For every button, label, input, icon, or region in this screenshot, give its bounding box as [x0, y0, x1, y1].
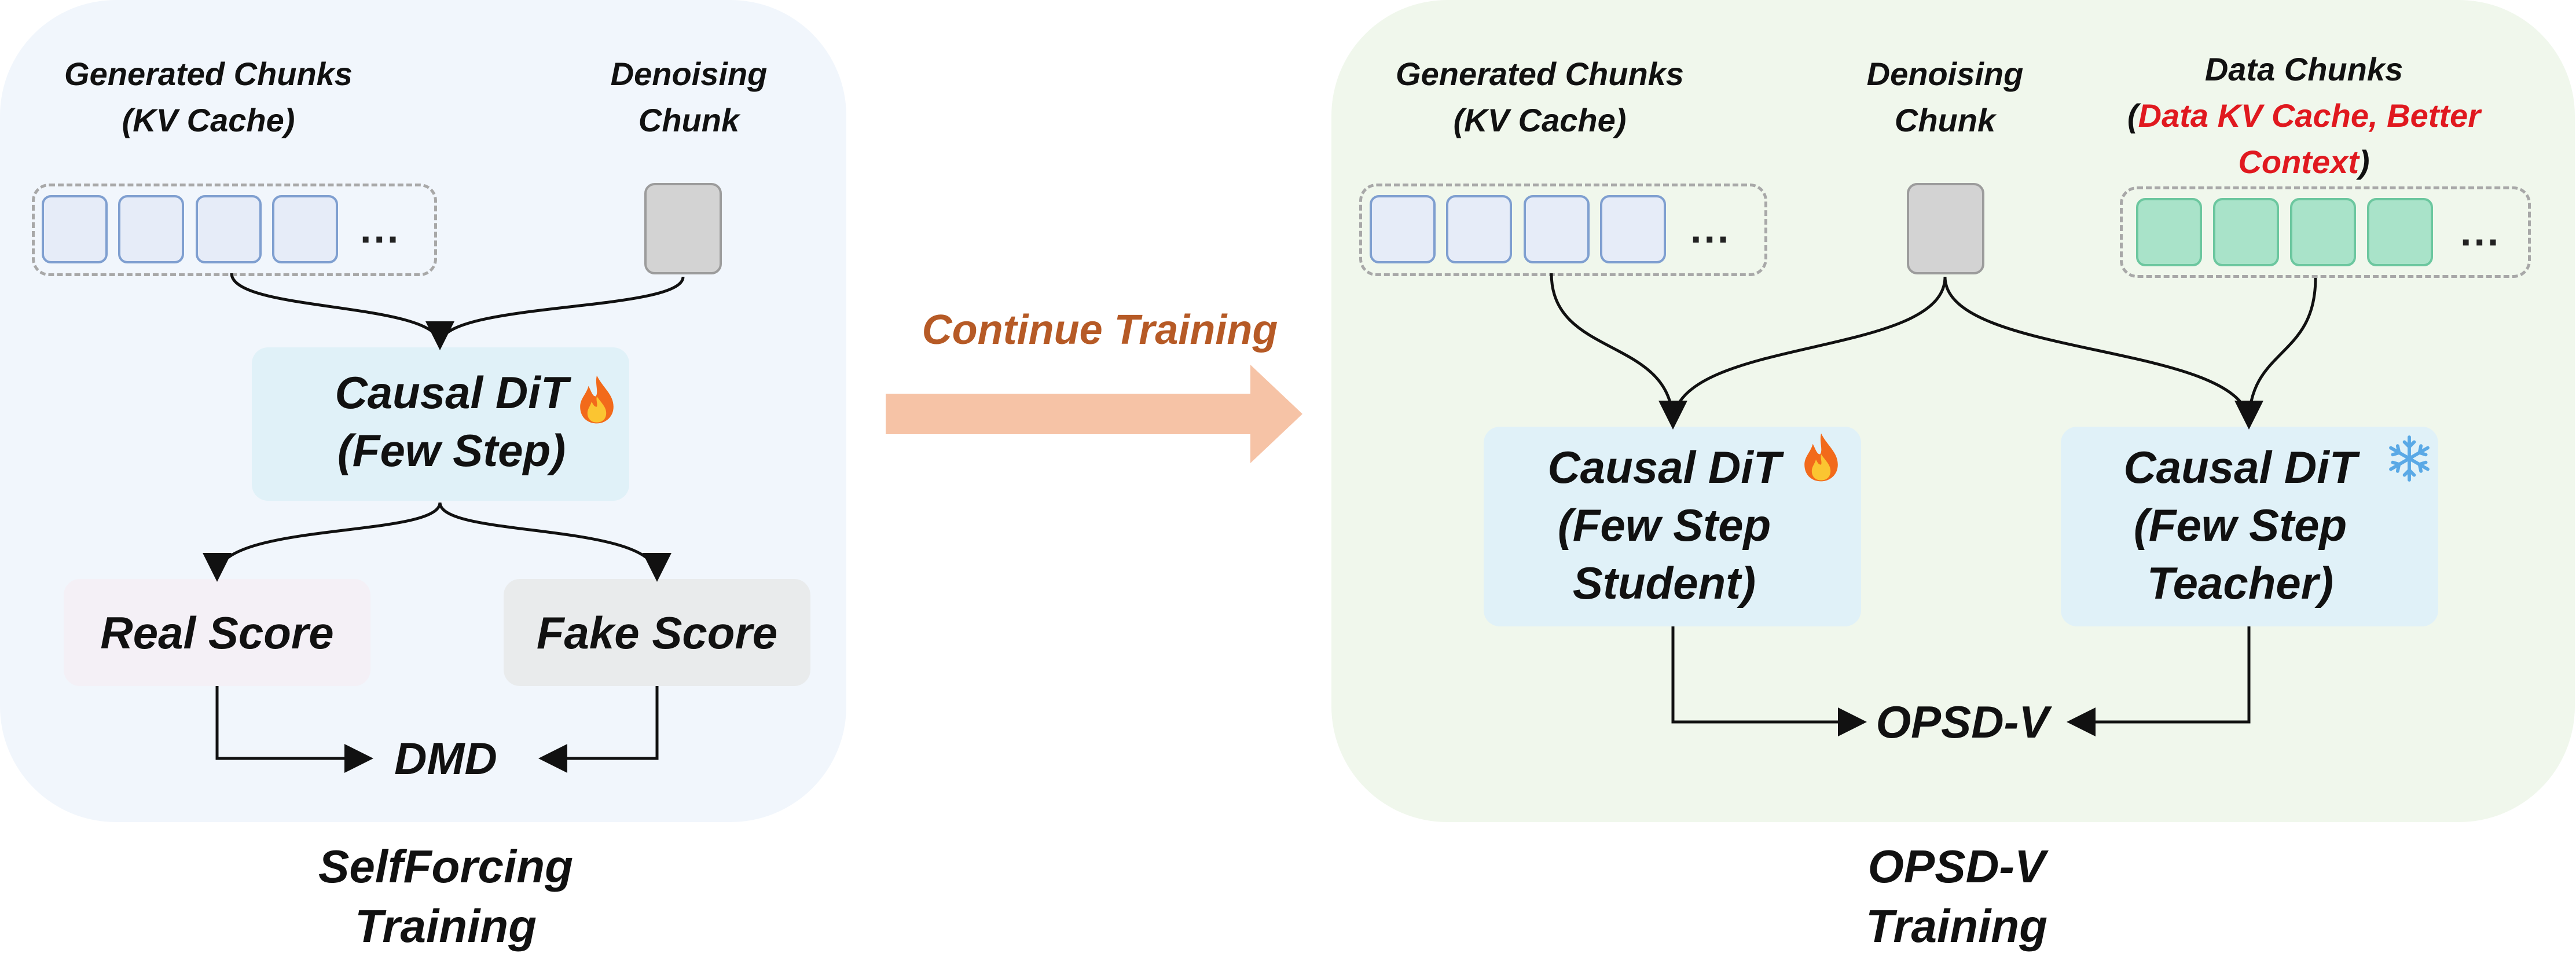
right-panel — [1331, 0, 2575, 822]
teacher-label: Causal DiT (Few Step Teacher) — [2123, 442, 2357, 608]
causal-dit-teacher-box — [2061, 427, 2438, 626]
snowflake-icon — [2389, 435, 2430, 482]
fake-score-box: Fake Score — [504, 579, 810, 686]
kv-cache-chunk — [1370, 195, 1436, 263]
ellipsis: ... — [2460, 209, 2501, 254]
real-score-box: Real Score — [64, 579, 370, 686]
causal-dit-student-box — [1484, 427, 1861, 626]
kv-cache-chunk — [272, 195, 338, 263]
dmd-loss-label: DMD — [394, 733, 497, 784]
generated-chunks-label: Generated Chunks (KV Cache) — [64, 56, 353, 138]
causal-dit-few-step-box — [252, 347, 629, 501]
real-score-to-dmd-connector — [215, 686, 373, 773]
context-highlight: Context — [2238, 144, 2359, 180]
data-chunks-label: Data Chunks (Data KV Cache, Better Conte… — [2127, 51, 2480, 180]
continue-training-arrow — [886, 365, 1302, 463]
student-label: Causal DiT (Few Step Student) — [1547, 442, 1781, 608]
denoising-to-teacher-connector — [1943, 276, 2263, 430]
fire-icon — [1804, 433, 1838, 482]
generated-chunks-label: Generated Chunks (KV Cache) — [1396, 56, 1684, 138]
opsd-v-loss-label: OPSD-V — [1876, 696, 2049, 747]
denoising-chunk — [644, 183, 722, 274]
ellipsis: ... — [1690, 206, 1731, 251]
selfforcing-caption: SelfForcing Training — [318, 841, 574, 952]
data-chunk — [2367, 198, 2433, 266]
dit-to-real-score-connector — [203, 502, 442, 582]
kv-cache-chunk — [196, 195, 262, 263]
kv-cache-chunk — [118, 195, 184, 263]
kv-cache-chunk — [42, 195, 108, 263]
kv-cache-chunk — [1446, 195, 1512, 263]
kv-cache-chunk — [1600, 195, 1666, 263]
dit-to-fake-score-connector — [438, 502, 671, 582]
data-chunk — [2136, 198, 2202, 266]
opsd-v-caption: OPSD-V Training — [1865, 841, 2048, 952]
kv-cache-chunk — [1524, 195, 1590, 263]
kv-cache-to-dit-connector — [230, 273, 454, 350]
real-score-label: Real Score — [100, 607, 334, 658]
fire-icon — [580, 375, 614, 424]
fake-score-to-dmd-connector — [538, 686, 659, 773]
data-chunk — [2213, 198, 2279, 266]
denoising-chunk-label: Denoising Chunk — [610, 56, 768, 138]
data-chunk-group — [2120, 186, 2531, 278]
fake-score-label: Fake Score — [536, 607, 778, 658]
causal-dit-label: Causal DiT (Few Step) — [335, 367, 568, 476]
teacher-to-opsd-v-connector — [2067, 626, 2251, 736]
data-chunk — [2290, 198, 2356, 266]
denoising-chunk — [1907, 183, 1984, 274]
denoising-to-student-connector — [1671, 276, 1947, 424]
data-kv-cache-highlight: Data KV Cache, Better — [2138, 97, 2480, 134]
kv-cache-to-student-connector — [1550, 273, 1687, 430]
denoising-to-dit-connector — [438, 276, 685, 345]
data-to-teacher-connector — [2247, 277, 2317, 424]
student-to-opsd-v-connector — [1671, 626, 1867, 736]
continue-training-label: Continue Training — [922, 307, 1278, 353]
denoising-chunk-label: Denoising Chunk — [1866, 56, 2024, 138]
kv-cache-chunk-group — [32, 184, 437, 276]
kv-cache-chunk-group — [1359, 184, 1767, 276]
ellipsis: ... — [360, 206, 401, 251]
